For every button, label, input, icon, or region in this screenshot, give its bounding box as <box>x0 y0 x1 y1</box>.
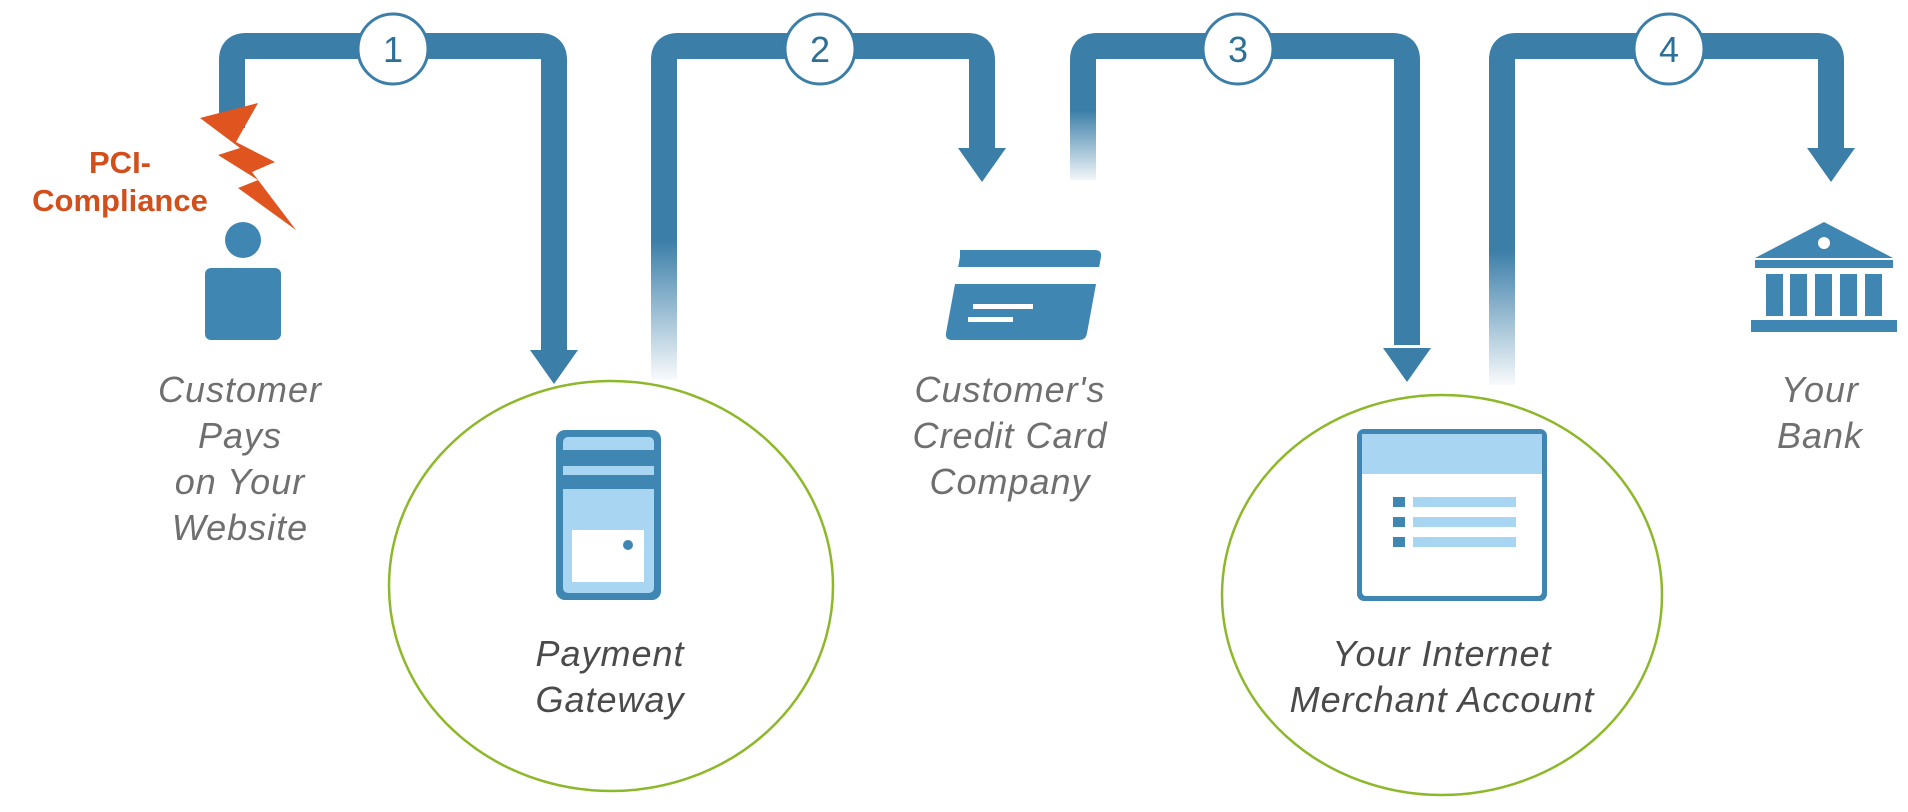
arrowhead-1 <box>530 350 578 384</box>
customer-label: Customer Pays on Your Website <box>157 369 323 548</box>
credit-card-icon <box>945 250 1102 340</box>
step-badge-3 <box>1201 12 1275 86</box>
bank-label: Your Bank <box>1776 369 1864 456</box>
arrowhead-3 <box>1383 348 1431 382</box>
step-badge-2 <box>783 12 857 86</box>
step-badge-1 <box>356 12 430 86</box>
step-number-3: 3 <box>1228 29 1248 70</box>
arrowhead-2 <box>958 148 1006 182</box>
merchant-account-label: Your Internet Merchant Account <box>1289 633 1595 720</box>
server-icon <box>556 430 661 600</box>
arrowhead-4 <box>1807 148 1855 182</box>
step-number-2: 2 <box>810 29 830 70</box>
merchant-account-icon <box>1357 429 1547 601</box>
flow-connector-3 <box>1070 33 1420 345</box>
pci-line-2: Compliance <box>32 183 208 218</box>
pci-line-1: PCI- <box>89 145 151 180</box>
flow-connector-4 <box>1489 33 1844 385</box>
gateway-highlight-circle <box>387 379 835 793</box>
credit-card-company-label: Customer's Credit Card Company <box>912 369 1108 502</box>
step-badge-4 <box>1632 12 1706 86</box>
bank-icon <box>1751 222 1897 332</box>
lightning-bolt-icon <box>200 103 296 230</box>
flow-connector-2 <box>651 33 995 380</box>
merchant-highlight-circle <box>1220 393 1664 797</box>
person-icon <box>205 222 281 340</box>
payment-gateway-label: Payment Gateway <box>535 633 685 720</box>
step-number-1: 1 <box>383 29 403 70</box>
pci-compliance-label: PCI- Compliance <box>0 144 240 220</box>
step-number-4: 4 <box>1659 29 1679 70</box>
